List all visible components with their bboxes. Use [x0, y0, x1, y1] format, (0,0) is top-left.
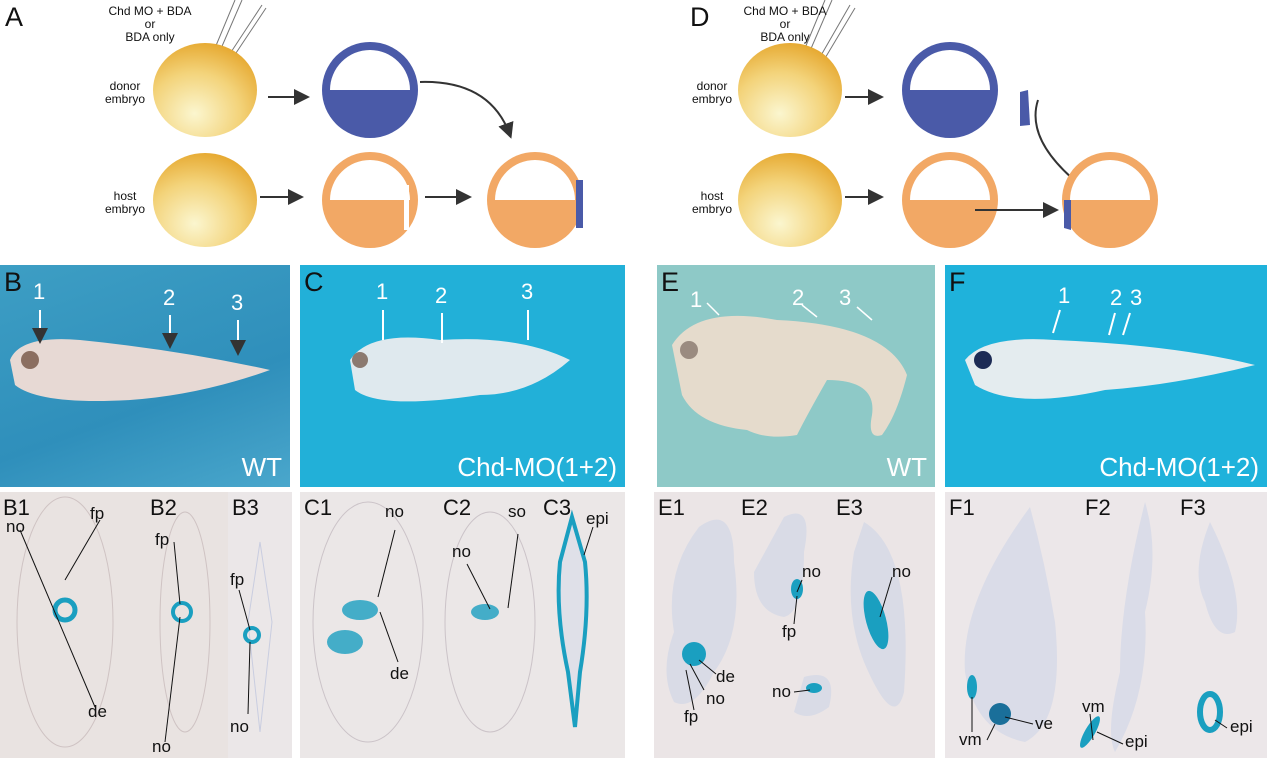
label-line: embryo: [104, 92, 145, 106]
arrow-label: 2: [163, 285, 176, 310]
label-line: host: [113, 189, 137, 203]
annotation: no: [6, 517, 25, 536]
annotation: vm: [959, 730, 982, 749]
section-panel-c: C1 C2 C3 no de no so epi: [300, 492, 625, 758]
annotation: no: [892, 562, 911, 581]
section-panel-f: F1 F2 F3 vm ve vm epi epi: [945, 492, 1267, 758]
subpanel-label: B1: [3, 495, 30, 520]
annotation: de: [390, 664, 409, 683]
arrow-label: 1: [690, 287, 703, 312]
annotation: no: [706, 689, 725, 708]
injection-line: Chd MO + BDA: [108, 4, 192, 18]
panel-letter-f: F: [949, 267, 966, 297]
annotation: so: [508, 502, 526, 521]
panel-letter-a: A: [5, 2, 24, 32]
injection-label-d: Chd MO + BDA or BDA only: [730, 5, 840, 44]
label-line: host: [700, 189, 724, 203]
donor-embryo: [153, 43, 257, 137]
annotation: ve: [1035, 714, 1053, 733]
arrow-label: 3: [231, 290, 244, 315]
label-line: donor: [696, 79, 728, 93]
annotation: no: [152, 737, 171, 756]
injection-line: BDA only: [760, 30, 810, 44]
annotation: fp: [230, 570, 245, 589]
arrow-label: 2: [435, 283, 448, 308]
condition-label: WT: [241, 452, 282, 482]
injection-line: or: [779, 17, 791, 31]
subpanel-label: C3: [543, 495, 572, 520]
section-panel-b3: B3 fp no: [228, 492, 292, 758]
label-line: embryo: [104, 202, 145, 216]
photo-panel-c: C 1 2 3 Chd-MO(1+2): [300, 265, 625, 487]
label-line: embryo: [691, 92, 732, 106]
annotation: no: [230, 717, 249, 736]
subpanel-label: E2: [741, 495, 768, 520]
subpanel-label: B3: [232, 495, 259, 520]
injection-line: BDA only: [125, 30, 175, 44]
panel-letter-b: B: [4, 267, 23, 297]
arrow-label: 1: [1058, 283, 1071, 308]
annotation: epi: [1230, 717, 1253, 736]
subpanel-label: F2: [1085, 495, 1111, 520]
annotation: de: [88, 702, 107, 721]
panel-letter-c: C: [304, 267, 324, 297]
injection-line: Chd MO + BDA: [743, 4, 827, 18]
panel-a-schematic: [153, 0, 583, 248]
annotation: no: [772, 682, 791, 701]
subpanel-label: B2: [150, 495, 177, 520]
panel-letter-d: D: [690, 2, 710, 32]
arrow-label: 1: [33, 279, 46, 304]
subpanel-label: E1: [658, 495, 685, 520]
annotation: no: [452, 542, 471, 561]
annotation: no: [802, 562, 821, 581]
label-line: donor: [109, 79, 141, 93]
panel-letter-e: E: [661, 267, 680, 297]
host-embryo: [153, 153, 257, 247]
photo-panel-e: E 1 2 3 WT: [657, 265, 935, 487]
label-line: embryo: [691, 202, 732, 216]
annotation: de: [716, 667, 735, 686]
photo-panel-b: B 1 2 3 WT: [0, 265, 290, 487]
annotation: fp: [90, 504, 105, 523]
tadpole: [10, 339, 270, 401]
condition-label: Chd-MO(1+2): [1099, 452, 1259, 482]
condition-label: WT: [886, 452, 927, 482]
injection-label-a: Chd MO + BDA or BDA only: [95, 5, 205, 44]
section-panel-b: B1 B2 no fp de fp no: [0, 492, 228, 758]
subpanel-label: C1: [304, 495, 333, 520]
annotation: no: [385, 502, 404, 521]
tadpole: [672, 315, 907, 437]
arrow-label: 2: [792, 285, 805, 310]
tadpole: [350, 337, 570, 402]
arrow-label: 1: [376, 279, 389, 304]
arrow-label: 3: [1130, 285, 1143, 310]
annotation: vm: [1082, 697, 1105, 716]
subpanel-label: E3: [836, 495, 863, 520]
section-panel-e: E1 E2 E3 de no fp no fp no no: [654, 492, 935, 758]
injection-line: or: [144, 17, 156, 31]
annotation: fp: [782, 622, 797, 641]
annotation: fp: [155, 530, 170, 549]
annotation: epi: [1125, 732, 1148, 751]
subpanel-label: F3: [1180, 495, 1206, 520]
arrow-label: 2: [1110, 285, 1123, 310]
schematic-diagrams: [153, 0, 1158, 248]
panel-d-schematic: [738, 0, 1158, 248]
tadpole: [965, 339, 1255, 399]
subpanel-label: C2: [443, 495, 472, 520]
annotation: epi: [586, 509, 609, 528]
annotation: fp: [684, 707, 699, 726]
condition-label: Chd-MO(1+2): [457, 452, 617, 482]
photo-panel-f: F 1 2 3 Chd-MO(1+2): [945, 265, 1267, 487]
arrow-label: 3: [839, 285, 852, 310]
subpanel-label: F1: [949, 495, 975, 520]
arrow-label: 3: [521, 279, 534, 304]
